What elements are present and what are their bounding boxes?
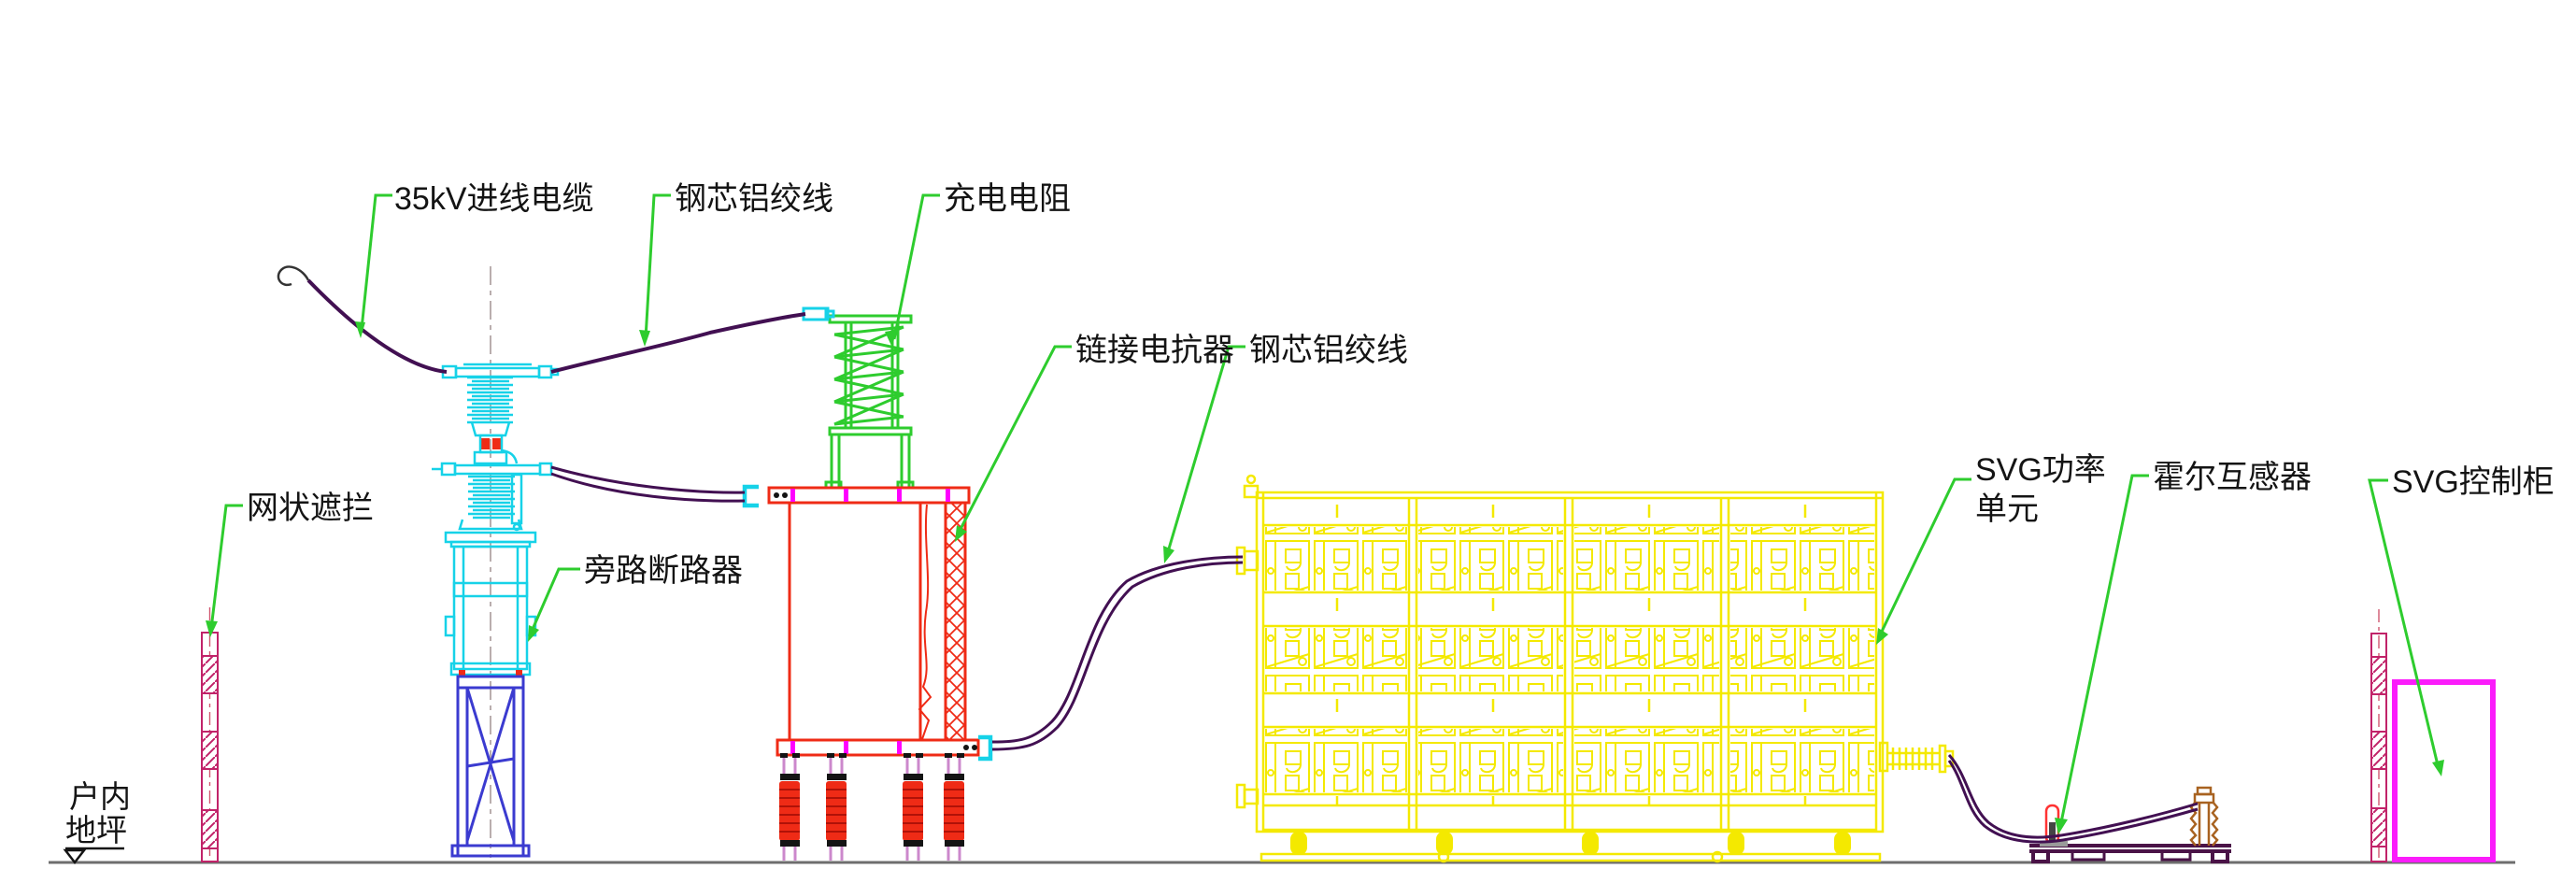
leader-link-reactor [956, 345, 1072, 535]
cabinet-outlet-bushing [1878, 741, 1955, 774]
breaker-box [444, 531, 537, 676]
conductor-breaker-to-reactor-a [550, 465, 746, 494]
breaker-lower-bushing [458, 473, 523, 532]
svg-power-modules [1265, 527, 1874, 792]
hall-transducer-platform [2029, 844, 2231, 863]
label-charging-resistor: 充电电阻 [944, 181, 1071, 217]
conductor-reactor-to-cabinet-b [991, 561, 1244, 751]
leader-acsr-left [644, 193, 671, 339]
leader-hall-sensor [2058, 474, 2149, 828]
breaker-contact-block [481, 438, 501, 449]
label-acsr-left: 钢芯铝绞线 [675, 181, 833, 217]
mesh-barrier-right [2370, 609, 2387, 862]
cabinet-feet [1290, 832, 1851, 855]
conductor-cabinet-to-hall-a [1947, 753, 2199, 839]
reactor-plate-bolts [774, 492, 977, 750]
cabinet-base [1260, 850, 1882, 863]
breaker-top-terminal [441, 363, 560, 379]
mesh-barrier-left [201, 607, 219, 862]
leader-acsr-right [1165, 345, 1245, 556]
label-svg-power-unit-line1: SVG功率 [1975, 452, 2106, 488]
label-indoor-floor-line2: 地坪 [65, 813, 127, 847]
label-indoor-floor-line1: 户内 [69, 779, 131, 814]
cable-end-curl [277, 265, 310, 287]
floor-level-symbol [63, 847, 124, 865]
reactor-right-terminal [978, 734, 993, 762]
charging-resistor-terminal [802, 306, 835, 321]
charging-resistor-stand [824, 426, 915, 490]
breaker-upper-bushing [467, 376, 513, 437]
label-35kv-cable: 35kV进线电缆 [394, 181, 594, 217]
svg-power-cabinet [1235, 474, 1955, 863]
reactor-plate-ticks [790, 489, 950, 754]
cabinet-left-fitting [1235, 474, 1260, 809]
incoming-cable-35kv [306, 278, 448, 374]
link-reactor [767, 486, 980, 757]
label-hall-sensor: 霍尔互感器 [2153, 460, 2312, 495]
bypass-breaker [432, 363, 560, 676]
leader-charging-resistor [892, 193, 940, 340]
label-acsr-right: 钢芯铝绞线 [1249, 333, 1408, 368]
reactor-post-insulators [779, 753, 964, 861]
label-link-reactor: 链接电抗器 [1075, 333, 1234, 368]
leader-mesh-barrier [209, 504, 243, 630]
leader-bypass-breaker [529, 567, 580, 634]
leader-35kv-cable [360, 193, 392, 330]
breaker-mechanism-elbow [473, 434, 519, 465]
label-bypass-breaker: 旁路断路器 [584, 553, 743, 589]
conductor-reactor-to-cabinet-a [991, 555, 1244, 744]
breaker-support-stand [450, 675, 531, 858]
conductor-breaker-to-reactor-b [550, 472, 746, 503]
conductor-cabinet-to-hall-b [1947, 760, 2199, 844]
labels-layer: 35kV进线电缆 钢芯铝绞线 充电电阻 链接电抗器 钢芯铝绞线 SVG功率 单元… [65, 181, 2555, 847]
label-svg-control-cabinet: SVG控制柜 [2392, 464, 2555, 500]
leader-lines [209, 193, 2441, 828]
charging-resistor [824, 314, 915, 490]
conductor-breaker-to-resistor [550, 312, 806, 374]
leader-svg-power-unit [1877, 477, 1971, 638]
label-mesh-barrier: 网状遮拦 [247, 491, 374, 526]
label-svg-power-unit-line2: 单元 [1975, 491, 2039, 527]
reactor-terminals [742, 484, 993, 762]
svg-control-cabinet [2392, 679, 2496, 862]
output-insulator [2189, 786, 2219, 847]
leader-svg-control-cabinet [2368, 478, 2441, 770]
breaker-seat-ticks [459, 670, 522, 676]
breaker-lower-terminal [432, 462, 553, 477]
cables [277, 265, 2199, 844]
leader-arrowheads [206, 321, 2444, 834]
reactor-left-terminal [742, 484, 759, 508]
